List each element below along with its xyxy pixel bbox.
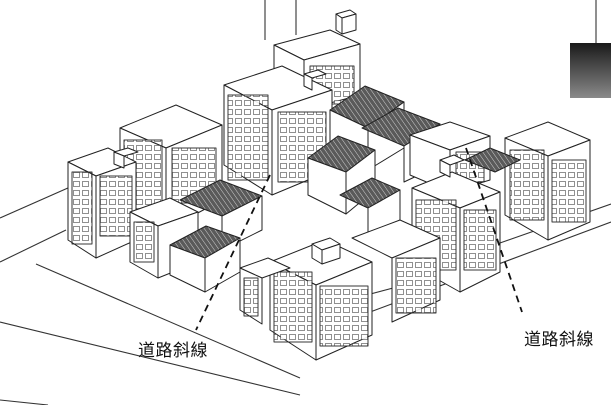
building-far-right (464, 121, 591, 241)
corner-tab-decoration (570, 43, 611, 98)
road-slant-label-right: 道路斜線 (524, 330, 594, 350)
building-front-left (239, 257, 291, 325)
road-slant-line-left (195, 174, 271, 331)
road-slant-label-left: 道路斜線 (138, 341, 208, 361)
road-slant-lines (195, 147, 523, 331)
building-front-right (351, 219, 441, 323)
houses-middle-row (169, 135, 401, 293)
building-front-center (269, 237, 373, 361)
road-slant-line-right (465, 147, 523, 313)
building-far-left (67, 147, 139, 259)
